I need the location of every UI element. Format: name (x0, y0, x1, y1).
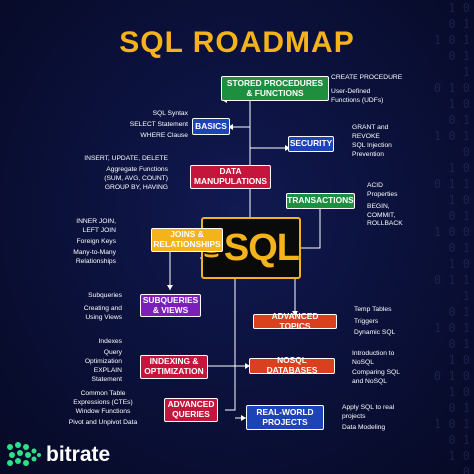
sql-label: SQL (223, 226, 300, 269)
note-sql-syntax: SQL Syntax (152, 110, 188, 117)
note-comparing: Comparing SQL and NoSQL (352, 369, 400, 385)
note-explain: EXPLAIN Statement (91, 367, 122, 383)
note-begin-commit: BEGIN, COMMIT, ROLLBACK (367, 203, 403, 228)
note-many-to-many: Many-to-Many Relationships (73, 249, 116, 265)
note-foreign-keys: Foreign Keys (76, 238, 116, 245)
node-basics[interactable]: BASICS (192, 118, 230, 135)
note-ctes: Common Table Expressions (CTEs) (73, 390, 133, 406)
node-transactions[interactable]: TRANSACTIONS (286, 193, 355, 209)
note-window-functions: Window Functions (75, 408, 131, 415)
note-temp-tables: Temp Tables (354, 306, 392, 313)
note-group-by-having: GROUP BY, HAVING (104, 184, 168, 191)
note-apply-sql: Apply SQL to real projects (342, 404, 395, 420)
node-advanced-topics[interactable]: ADVANCED TOPICS (253, 311, 337, 330)
sql-center-node: SQL (201, 217, 301, 279)
line-indexing (208, 279, 236, 367)
line-advanced-queries (225, 366, 236, 411)
node-stored-procedures[interactable]: STORED PROCEDURES & FUNCTIONS (221, 76, 329, 101)
note-grant-revoke: GRANT and REVOKE (352, 124, 389, 140)
note-subqueries: Subqueries (88, 292, 122, 299)
line-transactions (301, 207, 321, 249)
note-where-clause: WHERE Clause (140, 132, 188, 139)
note-acid: ACID Properties (367, 182, 398, 198)
node-real-world[interactable]: REAL-WORLD PROJECTS (246, 405, 324, 430)
note-aggregate-functions: Aggregate Functions (SUM, AVG, COUNT) (104, 166, 168, 182)
note-triggers: Triggers (354, 318, 379, 325)
note-intro-nosql: Introduction to NoSQL (352, 350, 395, 366)
note-select-statement: SELECT Statement (129, 121, 188, 128)
node-data-manipulations[interactable]: DATA MANUPULATIONS (190, 165, 271, 189)
note-sql-injection: SQL Injection Prevention (352, 142, 392, 158)
note-inner-left-join: INNER JOIN, LEFT JOIN (76, 218, 116, 234)
node-nosql[interactable]: NOSQL DATABASES (249, 356, 335, 375)
note-insert-update-delete: INSERT, UPDATE, DELETE (84, 155, 168, 162)
note-create-procedure: CREATE PROCEDURE (331, 74, 403, 81)
bitrate-logo-text: bitrate (46, 443, 111, 466)
bitrate-logo-icon (7, 442, 41, 466)
note-indexes: Indexes (98, 338, 122, 345)
note-dynamic-sql: Dynamic SQL (354, 329, 396, 336)
node-joins[interactable]: JOINS & RELATIONSHIPS (151, 228, 223, 252)
note-creating-views: Creating and Using Views (83, 305, 122, 321)
note-udfs: User-Defined Functions (UDFs) (331, 88, 384, 104)
page-title: SQL ROADMAP (119, 26, 355, 59)
note-query-optimization: Query Optimization (84, 349, 122, 365)
node-advanced-queries[interactable]: ADVANCED QUERIES (164, 398, 218, 422)
node-indexing[interactable]: INDEXING & OPTIMIZATION (140, 355, 208, 379)
note-pivot: Pivot and Unpivot Data (68, 419, 138, 426)
node-subqueries[interactable]: SUBQUERIES & VIEWS (140, 294, 201, 317)
node-security[interactable]: SECURITY (288, 136, 334, 152)
note-data-modeling: Data Modeling (342, 424, 386, 431)
bitrate-logo: bitrate (6, 441, 110, 469)
